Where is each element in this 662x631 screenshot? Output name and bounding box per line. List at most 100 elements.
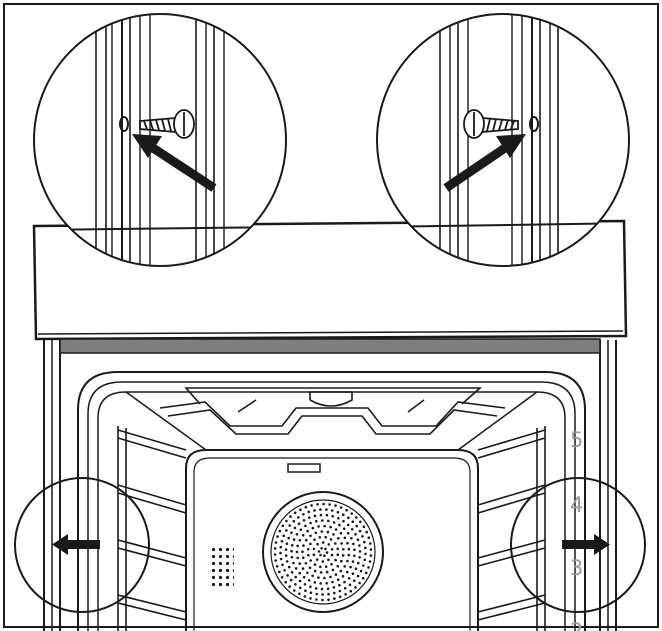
fan-perforation-dot [318, 536, 322, 539]
fan-cover [262, 463, 384, 613]
shelf-level-2: 2 [570, 619, 583, 631]
fan-perforation-dot [322, 502, 325, 506]
fan-perforation-dot [334, 573, 338, 576]
fan-perforation-dot [343, 580, 346, 584]
fan-perforation-dot [292, 519, 296, 523]
fan-perforation-dot [302, 575, 306, 579]
fan-perforation-dot [355, 524, 359, 528]
arrow-icon [443, 134, 526, 192]
fan-perforation-dot [359, 569, 363, 573]
screw-hole [119, 116, 129, 132]
fan-perforation-dot [313, 509, 316, 512]
fan-perforation-dot [330, 509, 334, 512]
fan-perforation-dot [294, 583, 297, 586]
fan-perforation-dot [290, 549, 293, 553]
fan-perforation-dot [351, 572, 355, 575]
fan-perforation-dot [313, 514, 317, 518]
fan-perforation-dot [349, 589, 353, 593]
fan-perforation-dot [342, 519, 345, 523]
fan-perforation-dot [306, 529, 309, 533]
fan-perforation-dot [321, 598, 324, 602]
fan-perforation-dot [358, 556, 361, 559]
fan-perforation-dot [324, 535, 328, 539]
fan-perforation-dot [285, 542, 289, 545]
fan-perforation-dot [293, 511, 297, 515]
fan-perforation-dot [281, 563, 284, 567]
fan-perforation-dot [351, 520, 355, 523]
fan-perforation-dot [279, 545, 283, 549]
fan-perforation-dot [327, 519, 330, 523]
fan-perforation-dot [369, 548, 373, 551]
shelf-rails-left [117, 426, 187, 631]
fan-perforation-dot [346, 570, 349, 574]
screw-icon [463, 109, 519, 139]
fan-perforation-dot [290, 555, 294, 559]
vent-grille [208, 545, 234, 589]
fan-perforation-dot [309, 585, 312, 589]
fan-perforation-dot [323, 554, 326, 557]
fan-perforation-dot [343, 536, 347, 540]
fan-perforation-dot [309, 559, 313, 562]
fan-perforation-dot [364, 571, 368, 575]
fan-perforation-dot [324, 565, 328, 568]
fan-perforation-dot [315, 598, 318, 601]
fan-perforation-dot [354, 567, 358, 570]
fan-perforation-dot [346, 523, 350, 527]
fan-perforation-dot [362, 564, 365, 567]
fan-perforation-dot [304, 524, 307, 528]
fan-perforation-dot [344, 593, 347, 596]
fan-perforation-dot [305, 538, 308, 542]
fan-perforation-dot [362, 525, 366, 528]
fan-perforation-dot [304, 505, 308, 509]
fan-perforation-dot [307, 579, 311, 582]
fan-perforation-dot [308, 566, 312, 570]
bottom-right-detail [510, 477, 646, 613]
fan-perforation-dot [332, 586, 336, 589]
fan-perforation-dot [302, 513, 305, 516]
fan-perforation-dot [320, 530, 324, 533]
fan-perforation-dot [274, 541, 278, 544]
fan-perforation-dot [321, 560, 325, 563]
fan-perforation-dot [321, 541, 325, 544]
fan-perforation-dot [364, 546, 367, 550]
fan-perforation-dot [288, 524, 292, 527]
fan-perforation-dot [316, 503, 319, 506]
fan-perforation-dot [332, 533, 335, 536]
fan-perforation-dot [353, 579, 356, 582]
fan-perforation-dot [350, 537, 353, 540]
fan-perforation-dot [336, 547, 340, 551]
fan-perforation-dot [283, 569, 286, 572]
fan-perforation-dot [319, 565, 322, 569]
fan-perforation-dot [358, 529, 362, 533]
fan-perforation-dot [337, 537, 340, 540]
fan-perforation-dot [286, 574, 289, 577]
fan-perforation-dot [343, 586, 347, 590]
fan-perforation-dot [285, 529, 288, 532]
fan-perforation-dot [328, 503, 331, 506]
fan-perforation-dot [304, 589, 307, 592]
fan-perforation-dot [307, 510, 311, 514]
fan-perforation-dot [289, 578, 293, 582]
fan-perforation-dot [298, 571, 302, 575]
fan-perforation-dot [367, 566, 370, 569]
fan-perforation-dot [319, 553, 322, 557]
fan-perforation-dot [302, 519, 306, 522]
fan-perforation-dot [290, 544, 294, 547]
fan-perforation-dot [308, 516, 311, 519]
fan-perforation-dot [311, 574, 314, 578]
fan-perforation-dot [312, 547, 316, 551]
fan-perforation-dot [353, 548, 356, 552]
fan-perforation-dot [350, 528, 354, 531]
fan-perforation-dot [336, 578, 340, 581]
fan-perforation-dot [284, 554, 288, 557]
fan-perforation-dot [329, 538, 333, 541]
fan-perforation-dot [288, 585, 292, 588]
fan-perforation-dot [273, 547, 277, 550]
fan-perforation-dot [295, 550, 299, 554]
fan-perforation-dot [325, 570, 329, 574]
top-left-detail [33, 13, 287, 267]
fan-perforation-dot [280, 540, 284, 543]
fan-perforation-dot [309, 534, 312, 538]
shelf-level-4: 4 [570, 493, 583, 517]
shelf-level-numbers: 5 4 3 2 [570, 428, 583, 631]
